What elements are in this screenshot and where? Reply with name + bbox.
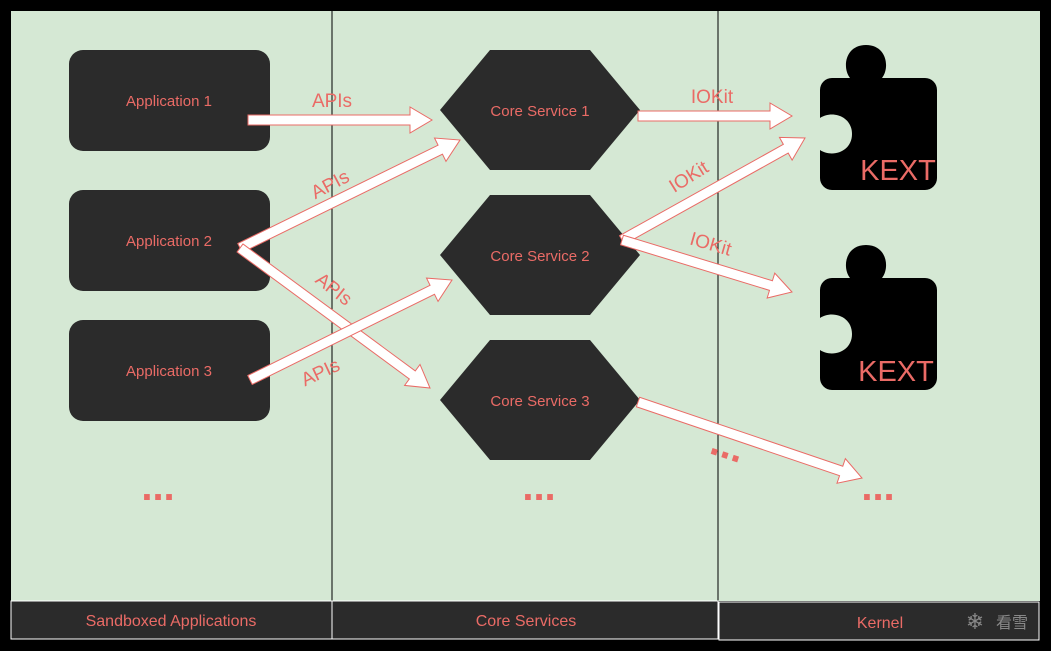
application-label: Application 3	[126, 363, 212, 380]
apis-label: APIs	[312, 91, 352, 112]
application-1-box: Application 1	[69, 50, 270, 151]
kext-label: KEXT	[860, 155, 936, 187]
arrow-app2-to-service1	[237, 137, 461, 254]
core-service-3-hexagon: Core Service 3	[440, 340, 640, 460]
snowflake-watermark-icon: ❄	[966, 609, 984, 634]
arrow-service2-to-kext1	[618, 136, 806, 246]
arrows-layer	[236, 102, 863, 484]
application-2-box: Application 2	[69, 190, 270, 291]
more-applications-ellipsis: ...	[141, 465, 174, 509]
kext-2-puzzle-icon: KEXT	[820, 245, 937, 390]
iokit-label: IOKit	[691, 87, 734, 108]
arrow-app1-to-service1	[247, 106, 433, 134]
core-service-1-hexagon: Core Service 1	[440, 50, 640, 170]
column-kernel: Kernel ❄ 看雪	[718, 601, 1040, 641]
kext-label: KEXT	[858, 356, 934, 388]
more-kexts-ellipsis: ...	[861, 465, 894, 509]
more-services-ellipsis: ...	[522, 465, 555, 509]
service-label: Core Service 2	[490, 248, 589, 265]
column-label: Core Services	[476, 613, 576, 630]
arrow-service3-to-kernel	[635, 396, 863, 484]
application-label: Application 1	[126, 93, 212, 110]
arrow-service1-to-kext1	[637, 102, 793, 130]
service-label: Core Service 1	[490, 103, 589, 120]
core-service-2-hexagon: Core Service 2	[440, 195, 640, 315]
service-label: Core Service 3	[490, 393, 589, 410]
kext-1-puzzle-icon: KEXT	[820, 45, 937, 190]
arrow-app3-to-service2	[247, 277, 453, 386]
application-3-box: Application 3	[69, 320, 270, 421]
column-sandboxed-applications: Sandboxed Applications	[10, 600, 333, 640]
column-core-services: Core Services	[331, 600, 719, 640]
arrow-app2-to-service3	[236, 243, 431, 389]
column-label: Kernel	[857, 615, 903, 632]
column-label: Sandboxed Applications	[86, 613, 257, 630]
application-label: Application 2	[126, 233, 212, 250]
watermark-text: 看雪	[996, 614, 1028, 632]
arrow-service2-to-kext2	[619, 234, 793, 299]
